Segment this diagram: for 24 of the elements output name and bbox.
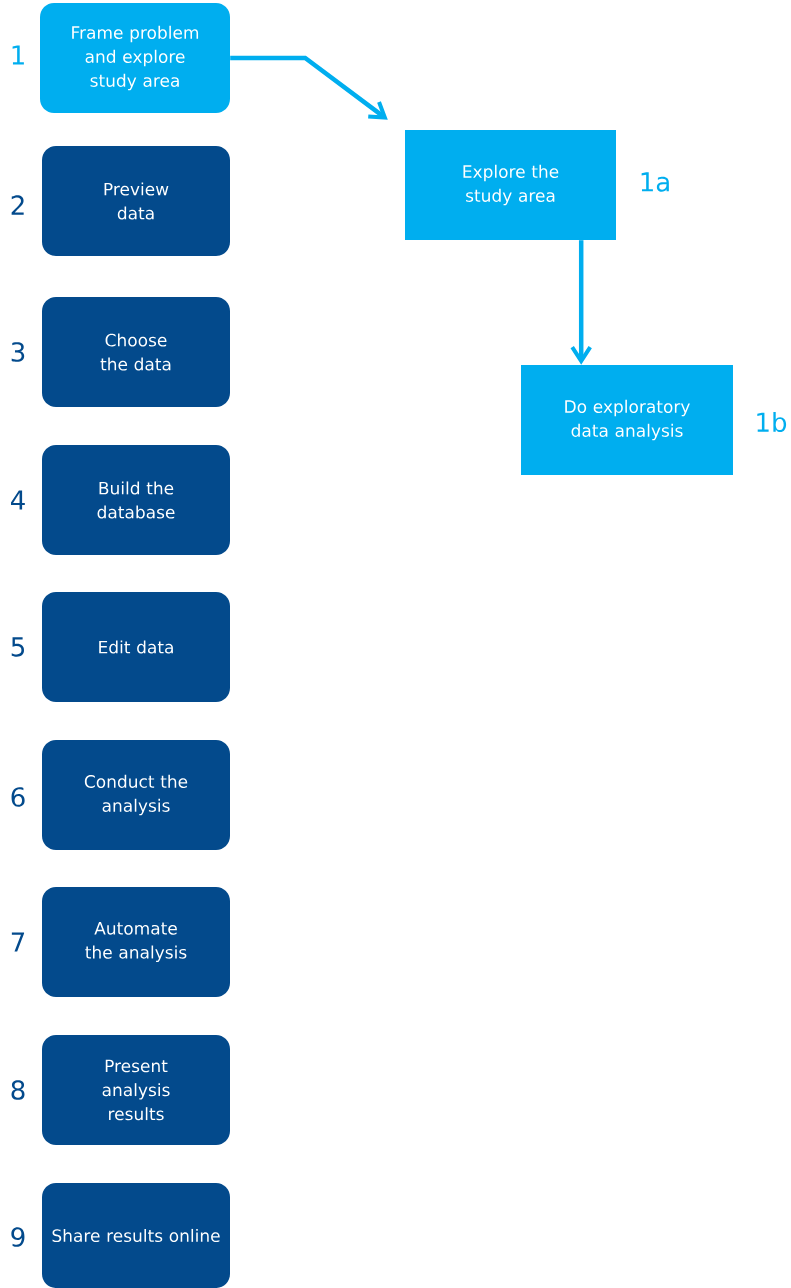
step-number: 4 xyxy=(11,490,25,510)
step-box: Build the database xyxy=(42,445,230,555)
step-number: 1a xyxy=(641,172,669,192)
step-number: 2 xyxy=(11,195,24,215)
step-box: Choose the data xyxy=(42,297,230,407)
step-box: Share results online xyxy=(42,1183,230,1288)
step-box: Preview data xyxy=(42,146,230,256)
step-box: Do exploratory data analysis xyxy=(521,365,733,475)
step-box: Edit data xyxy=(42,592,230,702)
step-number: 8 xyxy=(11,1080,25,1100)
step-box: Explore the study area xyxy=(405,130,616,240)
arrow xyxy=(570,240,592,365)
step-number: 9 xyxy=(11,1227,25,1247)
step-box: Automate the analysis xyxy=(42,887,230,997)
step-number: 7 xyxy=(11,932,25,952)
step-number: 3 xyxy=(11,342,25,362)
step-box: Frame problem and explore study area xyxy=(40,3,230,113)
step-number: 6 xyxy=(11,787,25,807)
step-box: Conduct the analysis xyxy=(42,740,230,850)
step-box: Present analysis results xyxy=(42,1035,230,1145)
step-number: 1 xyxy=(12,45,24,65)
step-number: 5 xyxy=(11,637,24,657)
arrow xyxy=(230,55,388,120)
step-number: 1b xyxy=(757,411,787,433)
